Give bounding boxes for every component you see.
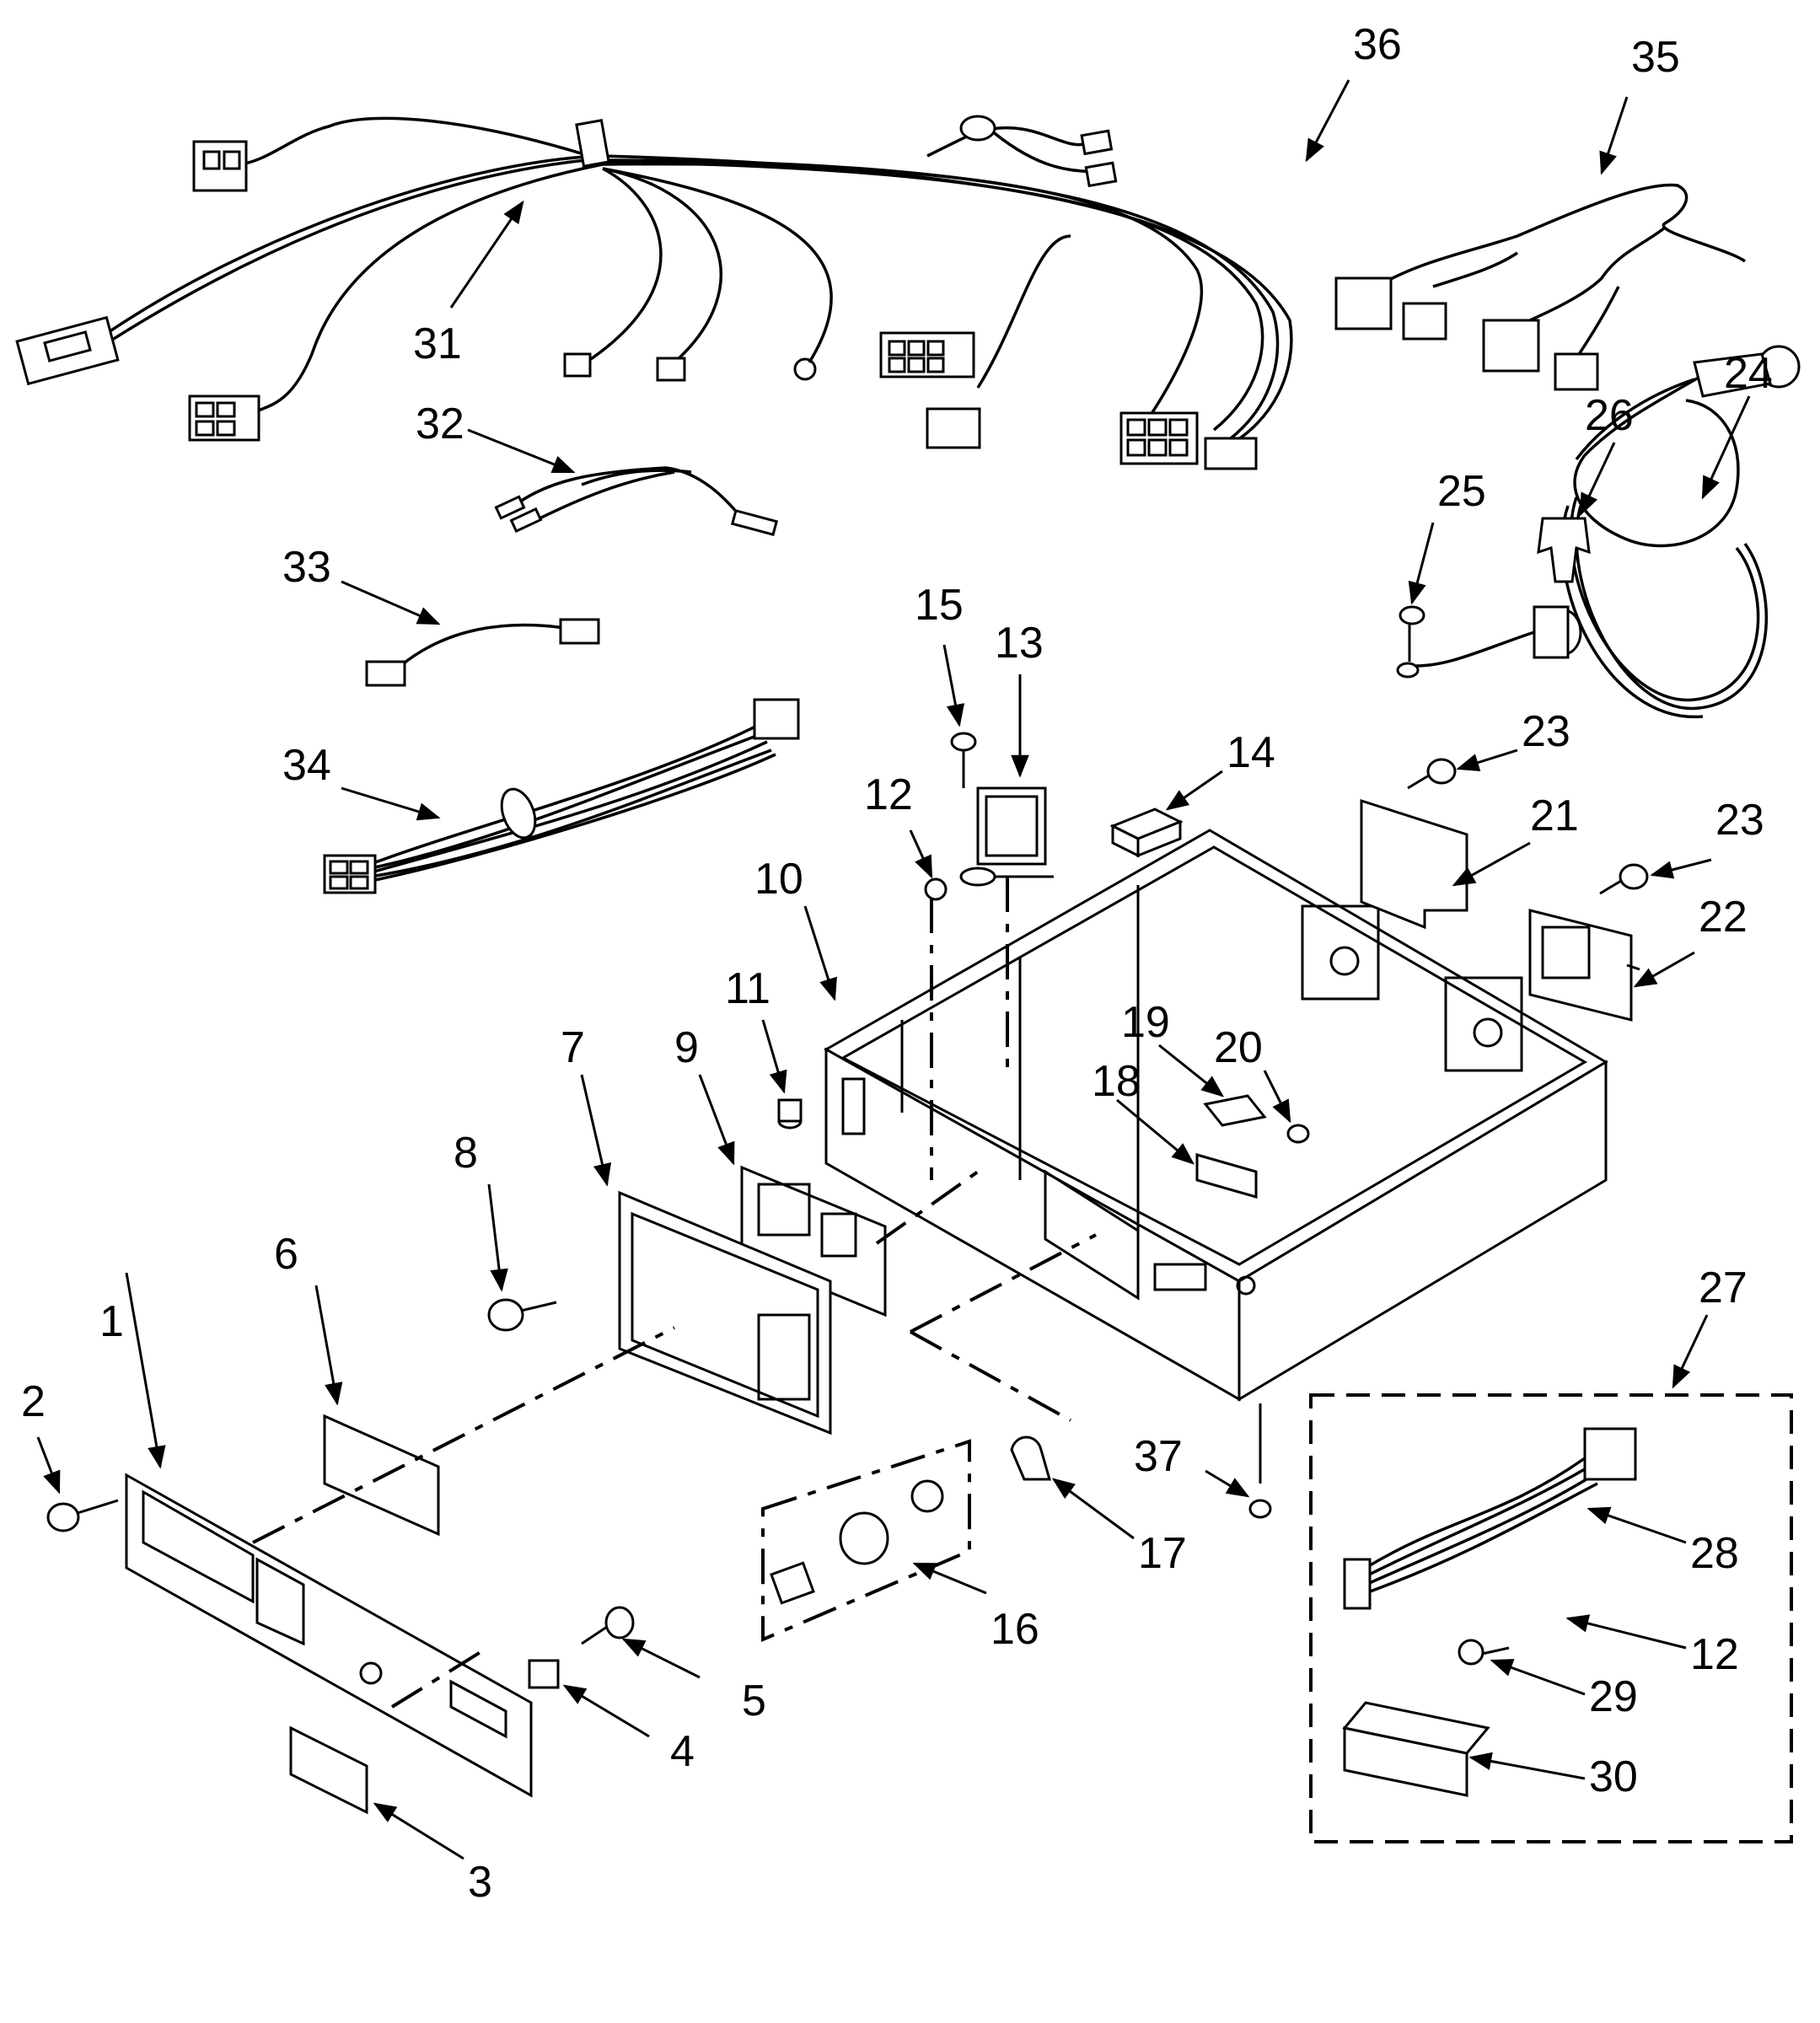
callout-21: 21 bbox=[1530, 791, 1579, 840]
wire-harness-32 bbox=[494, 466, 779, 537]
callout-19: 19 bbox=[1121, 998, 1170, 1047]
callout-17: 17 bbox=[1138, 1529, 1187, 1578]
screw-37 bbox=[1248, 1403, 1272, 1519]
callout-27: 27 bbox=[1699, 1264, 1748, 1312]
callout-18: 18 bbox=[1092, 1057, 1141, 1106]
callout-33: 33 bbox=[282, 543, 331, 592]
callout-4: 4 bbox=[670, 1727, 695, 1776]
callout-11: 11 bbox=[725, 964, 770, 1013]
screw-23b bbox=[1599, 863, 1649, 895]
callout-26: 26 bbox=[1585, 391, 1634, 440]
assembly-center-lines bbox=[252, 877, 1097, 1709]
callout-10: 10 bbox=[754, 855, 803, 904]
callout-31: 31 bbox=[413, 319, 462, 368]
faceplate-1 bbox=[125, 1473, 533, 1798]
power-cord-assembly bbox=[1396, 345, 1801, 718]
screw-8 bbox=[487, 1298, 557, 1332]
callout-labels: 1 2 3 4 5 6 7 8 9 10 11 12 13 14 15 16 1… bbox=[21, 20, 1773, 1907]
main-wire-harness bbox=[15, 115, 1293, 470]
callout-16: 16 bbox=[991, 1605, 1039, 1654]
screw-15 bbox=[950, 732, 977, 788]
callout-36: 36 bbox=[1353, 20, 1402, 69]
callout-1: 1 bbox=[99, 1297, 124, 1346]
label-3 bbox=[289, 1725, 368, 1815]
clamp-17 bbox=[1010, 1435, 1051, 1481]
leader-arrows bbox=[36, 79, 1751, 1860]
callout-3: 3 bbox=[468, 1858, 492, 1907]
callout-37: 37 bbox=[1134, 1432, 1183, 1481]
control-housing bbox=[823, 829, 1608, 1402]
transformer-13 bbox=[959, 786, 1054, 887]
callout-20: 20 bbox=[1214, 1023, 1263, 1072]
callout-28: 28 bbox=[1690, 1529, 1739, 1578]
callout-23: 23 bbox=[1522, 707, 1570, 756]
cover-21 bbox=[1360, 798, 1468, 930]
callout-29: 29 bbox=[1589, 1672, 1638, 1721]
clip-nut-4 bbox=[528, 1659, 560, 1689]
bracket-18 bbox=[1195, 1153, 1258, 1199]
callout-15: 15 bbox=[915, 581, 964, 630]
wire-harness-34 bbox=[323, 698, 800, 894]
callout-5: 5 bbox=[742, 1677, 766, 1725]
board-22 bbox=[1528, 909, 1633, 1022]
callout-32: 32 bbox=[416, 400, 464, 448]
callout-7: 7 bbox=[561, 1023, 585, 1072]
kit-27 bbox=[1309, 1393, 1793, 1843]
screw-23 bbox=[1407, 758, 1457, 790]
callout-25: 25 bbox=[1437, 467, 1486, 516]
screw-2 bbox=[46, 1499, 119, 1532]
callout-12: 12 bbox=[864, 770, 913, 819]
callout-34: 34 bbox=[282, 741, 331, 790]
screw-20 bbox=[1286, 1124, 1310, 1144]
callout-8: 8 bbox=[454, 1129, 478, 1178]
callout-6: 6 bbox=[274, 1230, 298, 1279]
callout-14: 14 bbox=[1227, 728, 1275, 777]
spacer-11 bbox=[777, 1098, 803, 1130]
callout-23b: 23 bbox=[1715, 796, 1764, 845]
screw-5 bbox=[581, 1606, 635, 1645]
callout-30: 30 bbox=[1589, 1752, 1638, 1801]
control-bracket-7 bbox=[618, 1190, 832, 1435]
callout-35: 35 bbox=[1631, 33, 1680, 82]
control-board-9 bbox=[740, 1165, 887, 1317]
callout-9: 9 bbox=[674, 1023, 699, 1072]
switch-19 bbox=[1203, 1094, 1267, 1127]
callout-24: 24 bbox=[1724, 349, 1773, 398]
wire-harness-35 bbox=[1334, 183, 1747, 391]
callout-13: 13 bbox=[995, 619, 1044, 668]
callout-12b: 12 bbox=[1690, 1630, 1739, 1679]
jumper-33 bbox=[365, 618, 600, 687]
grommet-12 bbox=[924, 877, 948, 901]
callout-22: 22 bbox=[1699, 893, 1748, 942]
callout-2: 2 bbox=[21, 1377, 46, 1426]
relay-14 bbox=[1109, 808, 1184, 858]
switch-assembly-16 bbox=[761, 1439, 971, 1643]
